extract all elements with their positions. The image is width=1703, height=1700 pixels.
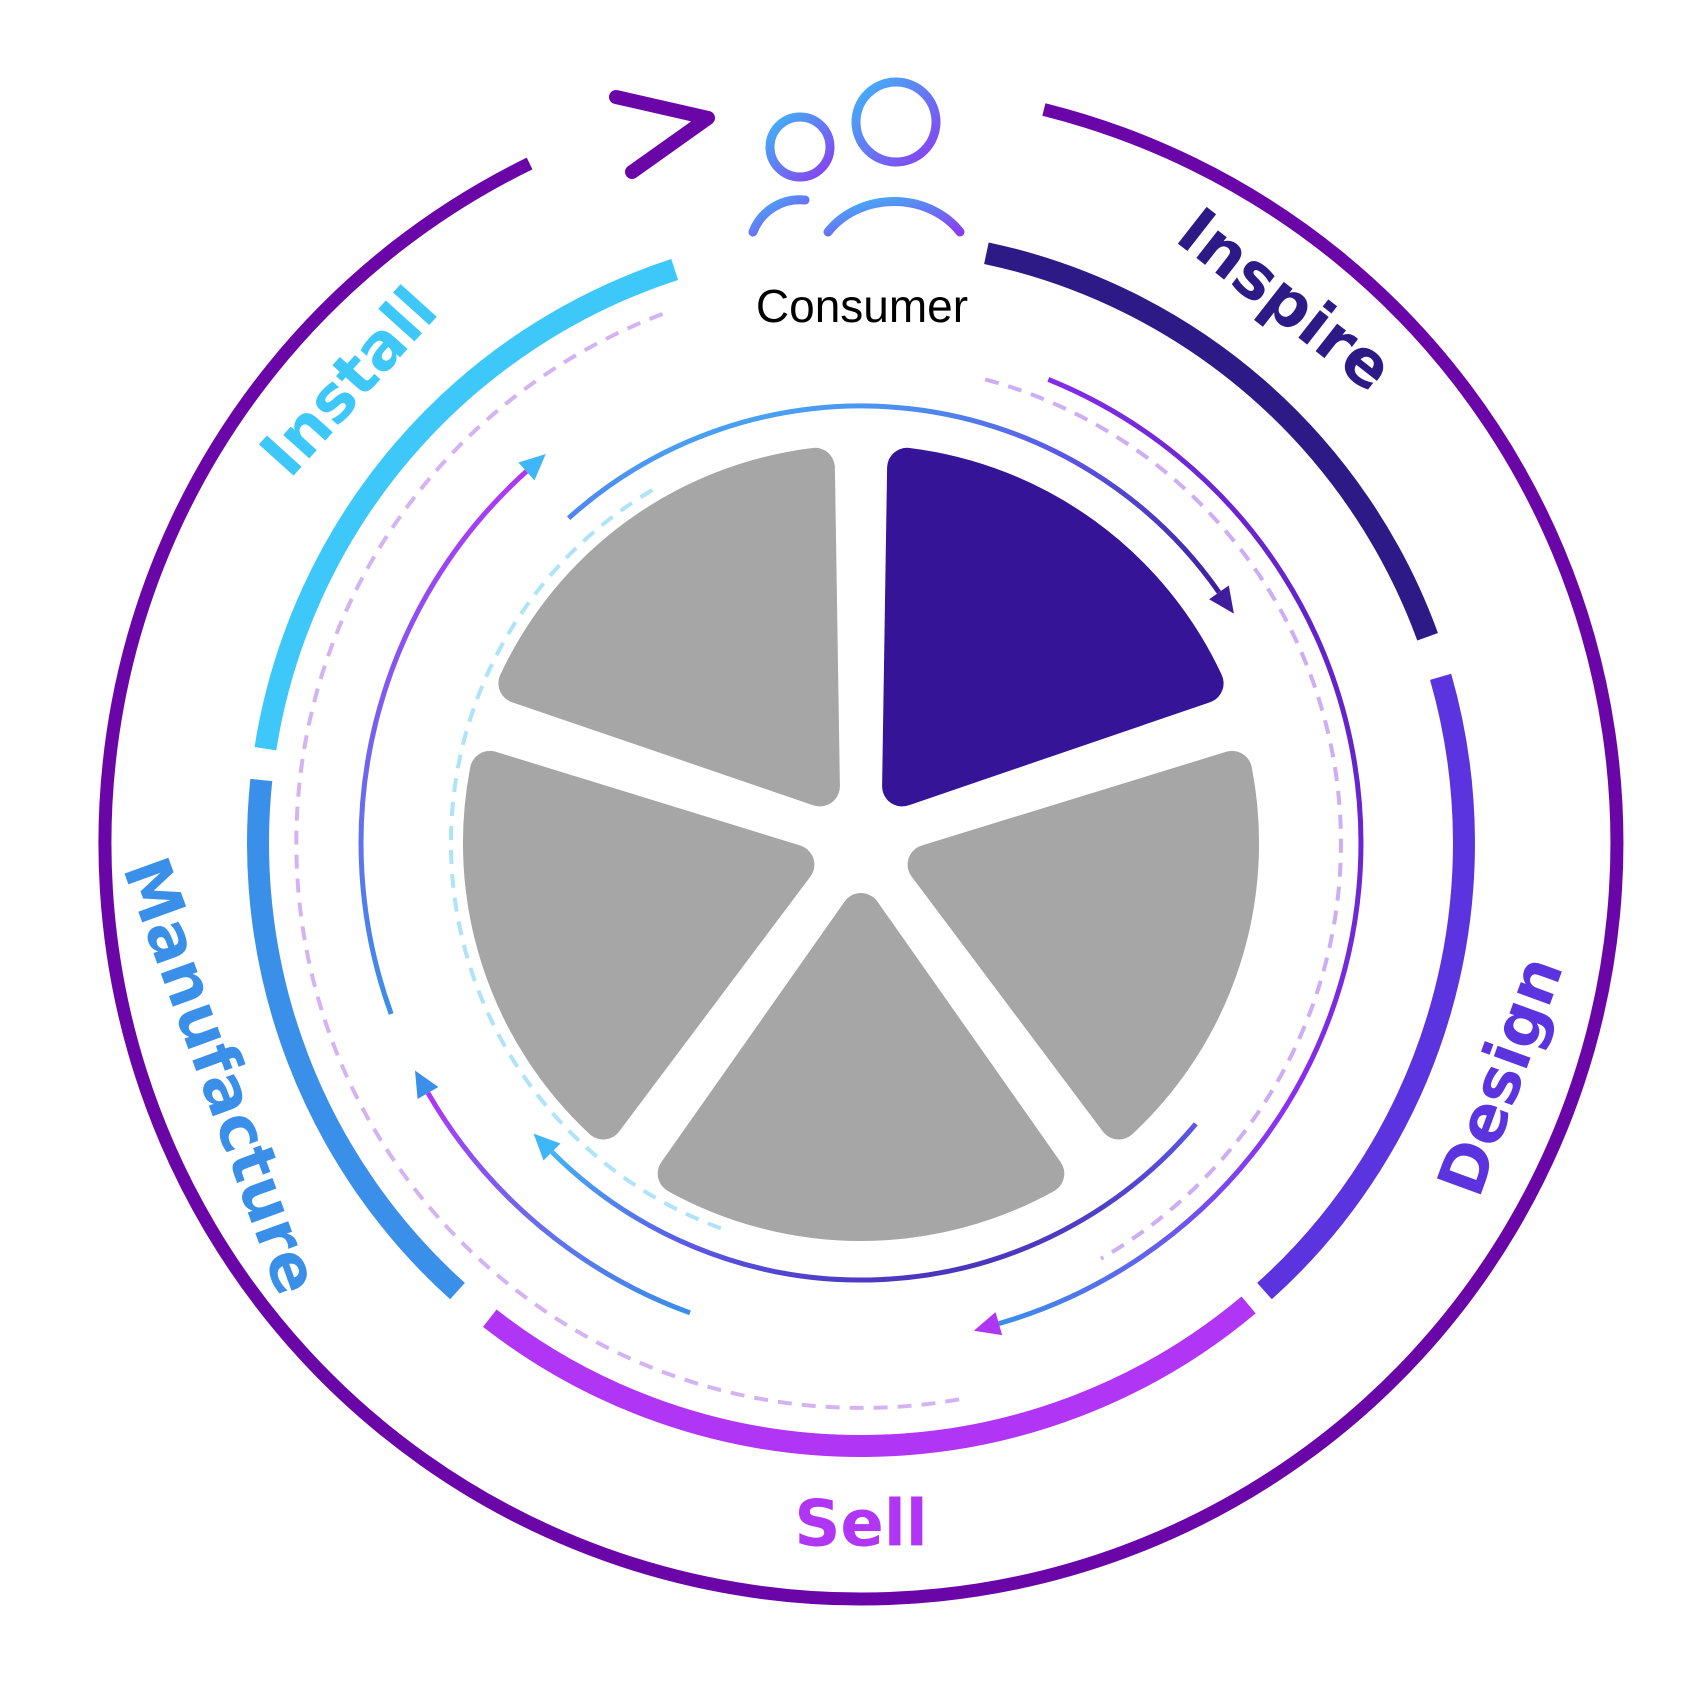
- flow-arrow-middle-right-icon: [973, 1312, 1003, 1336]
- consumer-label: Consumer: [756, 280, 968, 332]
- consumer-icon: [748, 77, 965, 237]
- stage-arc-manufacture: [247, 778, 465, 1300]
- flow-arrow-middle-bottom-left-icon: [414, 1070, 439, 1099]
- flow-arcs: [294, 310, 1364, 1410]
- flow-arrow-inner-top-icon: [1209, 585, 1234, 614]
- wheel-segment-design: [907, 750, 1259, 1140]
- flow-dashed-inner-right: [984, 377, 1343, 1261]
- flow-arc-middle-left: [358, 469, 529, 1015]
- stage-label-sell: Sell: [794, 1488, 927, 1562]
- outer-cycle-ring: [98, 103, 1624, 1606]
- stage-arcs: [247, 242, 1475, 1457]
- flow-arrow-middle-left-icon: [518, 454, 546, 481]
- wheel-segment-install: [498, 447, 840, 807]
- flow-arrow-inner-bottom-icon: [533, 1133, 561, 1161]
- flow-arc-middle-right: [998, 377, 1364, 1327]
- stage-arc-design: [1257, 673, 1475, 1300]
- flow-dashed-inner-left: [448, 486, 722, 1231]
- stage-label-inspire: Inspire: [1163, 194, 1406, 406]
- wheel-segment-inspire: [882, 447, 1224, 807]
- stage-arc-install: [254, 259, 679, 751]
- wheel-segment-sell: [657, 893, 1065, 1242]
- central-wheel: [463, 447, 1259, 1242]
- outer-ring-arc: [98, 103, 1624, 1606]
- stage-arc-sell: [483, 1296, 1256, 1457]
- flow-arc-inner-top: [566, 403, 1222, 594]
- wheel-segment-manufacture: [463, 750, 815, 1140]
- flow-arc-inner-bottom: [550, 1122, 1198, 1283]
- flow-arc-middle-bottom-left: [425, 1091, 691, 1316]
- stage-arc-inspire: [984, 242, 1438, 641]
- outer-ring-arrowhead-icon: [609, 90, 715, 179]
- flow-dashed-outer: [294, 310, 960, 1410]
- stage-label-install: Install: [247, 274, 453, 491]
